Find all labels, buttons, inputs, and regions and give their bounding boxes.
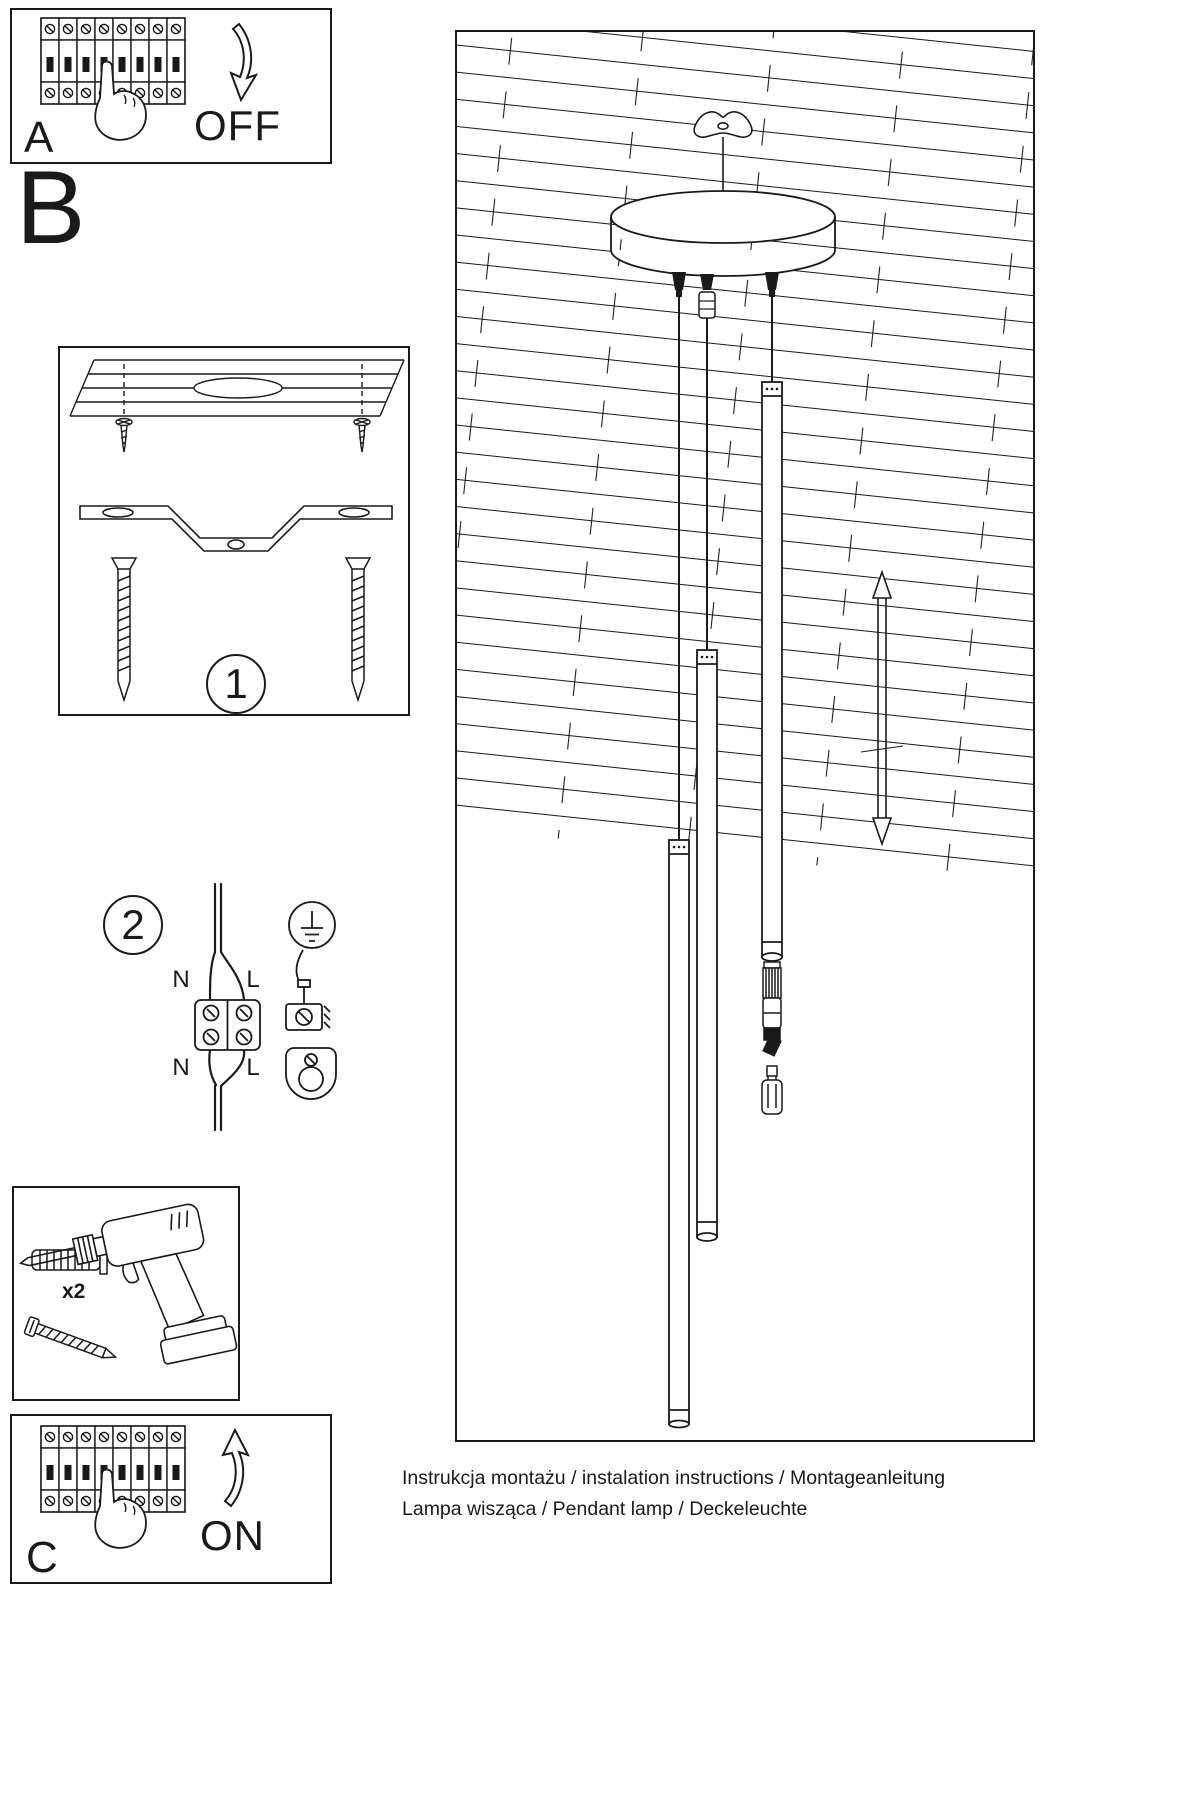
circuit-breaker-illustration [40,1425,186,1549]
panel-step-c: ON C [10,1414,332,1584]
wire-label-l-top: L [246,966,260,993]
panel-a-letter: A [24,113,54,162]
switch-on-label: ON [200,1512,265,1559]
caption-line-1: Instrukcja montażu / instalation instruc… [402,1467,946,1489]
pressing-hand-icon [94,60,147,141]
bracket-mounting-illustration [69,359,405,703]
anchor-quantity-label: x2 [62,1280,86,1303]
ceiling-board [69,359,405,418]
switch-off-label: OFF [194,102,281,149]
pressing-hand-icon [94,1468,147,1549]
panel-step-2: 2 N L N L [60,878,390,1158]
earth-ground-symbol-icon [288,901,336,949]
drill-icon [18,1203,238,1365]
ceiling-planks [457,32,1033,888]
step-2-badge: 2 [103,895,163,955]
pendant-cables [678,297,773,840]
circuit-breaker-illustration [40,17,186,141]
mounting-bracket [79,505,393,552]
socket-and-bulb-detail [761,961,783,1115]
wiring-diagram [194,882,337,1132]
caption-line-2: Lampa wisząca / Pendant lamp / Deckeleuc… [402,1498,808,1520]
lamp-assembly-illustration [455,30,1035,1442]
terminal-block [194,999,261,1051]
step-2-number: 2 [121,901,145,948]
ceiling-hook [693,111,753,192]
curved-arrow-up-icon [221,1427,251,1508]
screw-icon [23,1316,118,1359]
caption-block: Instrukcja montażu / instalation instruc… [402,1463,945,1525]
pendant-tube-middle [696,649,718,1242]
ceiling-screw-right [353,417,371,453]
wire-label-l-bottom: L [246,1054,260,1081]
wire-label-n-bottom: N [172,1054,190,1081]
canopy [610,190,836,277]
wires [208,882,246,1132]
ceiling-screw-left [115,417,133,453]
panel-c-letter: C [26,1533,58,1582]
panel-step-a: OFF A [10,8,332,164]
double-vertical-arrow-icon [860,569,904,847]
tools-illustration [18,1203,238,1365]
wire-label-n-top: N [172,966,190,993]
panel-tools: x2 [12,1186,240,1401]
panel-step-1: 1 [58,346,410,716]
step-1-badge: 1 [206,654,266,714]
section-b-letter: B [16,150,86,266]
pendant-tube-right [761,381,783,962]
mounting-screw-left [110,557,138,703]
ground-terminal-plate [285,1047,337,1100]
mounting-screw-right [344,557,372,703]
curved-arrow-down-icon [229,22,259,103]
step-1-number: 1 [224,660,248,707]
pendant-lamp-drawing [457,32,1033,1429]
earth-wire-connector [285,949,331,1031]
pendant-tube-left [668,839,690,1429]
cable-grips [672,272,779,319]
